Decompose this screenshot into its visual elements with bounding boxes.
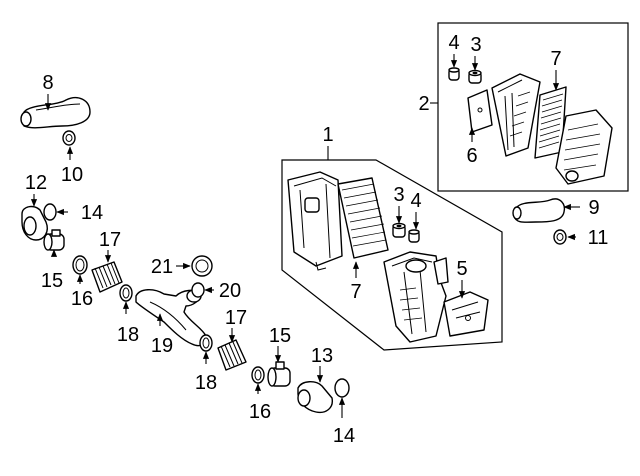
callout-4-upper: 4 [448, 32, 459, 54]
callout-9: 9 [588, 197, 599, 219]
part-2-housing-lid [491, 73, 541, 157]
part-10-grommet [62, 130, 76, 146]
callout-labels: 4 3 7 2 6 1 3 4 5 7 8 10 9 11 12 14 15 1… [25, 32, 609, 447]
part-8-intake-duct [20, 96, 91, 129]
callout-2: 2 [418, 93, 429, 115]
part-5-cover [443, 291, 489, 337]
part-17-bellows-left [91, 261, 123, 293]
part-14-seal-lower [334, 378, 350, 398]
callout-15-right: 15 [269, 325, 291, 347]
part-15-sensor-left [43, 229, 65, 251]
callout-14-upper: 14 [81, 202, 103, 224]
callout-3-upper: 3 [470, 34, 481, 56]
callout-10: 10 [61, 164, 83, 186]
part-17-bellows-right [217, 339, 247, 371]
callout-17-left: 17 [99, 229, 121, 251]
callout-8: 8 [42, 72, 53, 94]
callout-1: 1 [322, 124, 333, 146]
part-11-grommet [553, 229, 567, 245]
part-21-ring [191, 255, 213, 277]
part-18-clamp-left [119, 284, 133, 302]
part-3-grommet-lower [392, 222, 406, 238]
callout-14-lower: 14 [333, 425, 355, 447]
callout-18-right: 18 [195, 372, 217, 394]
callout-21: 21 [151, 256, 173, 278]
part-13-elbow [297, 381, 333, 414]
leader-lines [30, 54, 580, 418]
part-2-housing-base [555, 109, 613, 185]
part-14-seal-upper [43, 203, 57, 221]
callout-11: 11 [588, 227, 609, 249]
callout-16-left: 16 [71, 288, 93, 310]
callout-19: 19 [151, 335, 173, 357]
callout-13: 13 [311, 345, 333, 367]
part-9-duct [512, 198, 566, 223]
callout-20: 20 [219, 280, 241, 302]
part-16-clamp-left [72, 255, 88, 275]
callout-3-lower: 3 [393, 184, 404, 206]
callout-17-right: 17 [225, 307, 247, 329]
assembly-1-frame [281, 159, 503, 351]
callout-4-lower: 4 [410, 190, 421, 212]
part-3-grommet-upper [468, 69, 482, 84]
callout-6: 6 [466, 145, 477, 167]
part-1-airbox-lid [287, 171, 343, 271]
part-4-cap-upper [448, 67, 460, 81]
part-20-seal [191, 282, 205, 298]
callout-16-right: 16 [249, 401, 271, 423]
callout-5: 5 [456, 258, 467, 280]
callout-12: 12 [25, 172, 47, 194]
callout-18-left: 18 [117, 324, 139, 346]
callout-7-upper: 7 [550, 48, 561, 70]
callout-7-lower: 7 [350, 281, 361, 303]
part-7-filter-lower [337, 177, 389, 259]
part-1-airbox-base [383, 251, 449, 343]
part-16-clamp-right [251, 366, 265, 384]
assembly-2-frame [437, 22, 629, 192]
part-15-sensor-right [267, 361, 291, 387]
part-4-cap-lower [408, 229, 420, 243]
part-6-bracket [467, 89, 493, 133]
part-18-clamp-right [199, 334, 213, 352]
callout-15-left: 15 [41, 270, 63, 292]
